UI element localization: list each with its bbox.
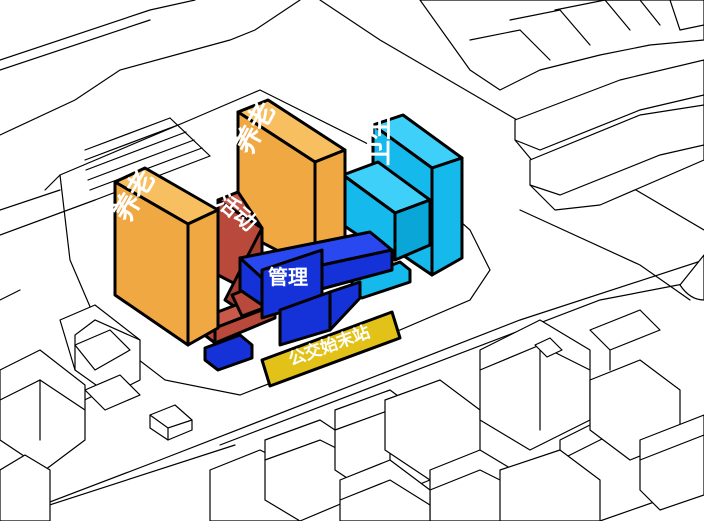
management-building: 管理 [203,230,394,372]
health-label-char-1: 卫生 [365,114,395,166]
health-podium-side [393,198,432,262]
context-buildings-northeast [419,0,704,211]
bus-terminal-badge [260,310,402,388]
health-building: 卫生 [341,113,464,300]
management-small-block [203,333,254,372]
context-buildings-south [209,309,704,521]
elderly-tower-west: 养老 [107,164,220,347]
elderly-west-side [186,208,220,347]
management-lower-side [328,280,362,332]
management-label: 管理 [268,265,308,289]
health-tower-side [430,156,464,277]
context-buildings-west [0,304,193,521]
activity-roof [216,190,264,230]
